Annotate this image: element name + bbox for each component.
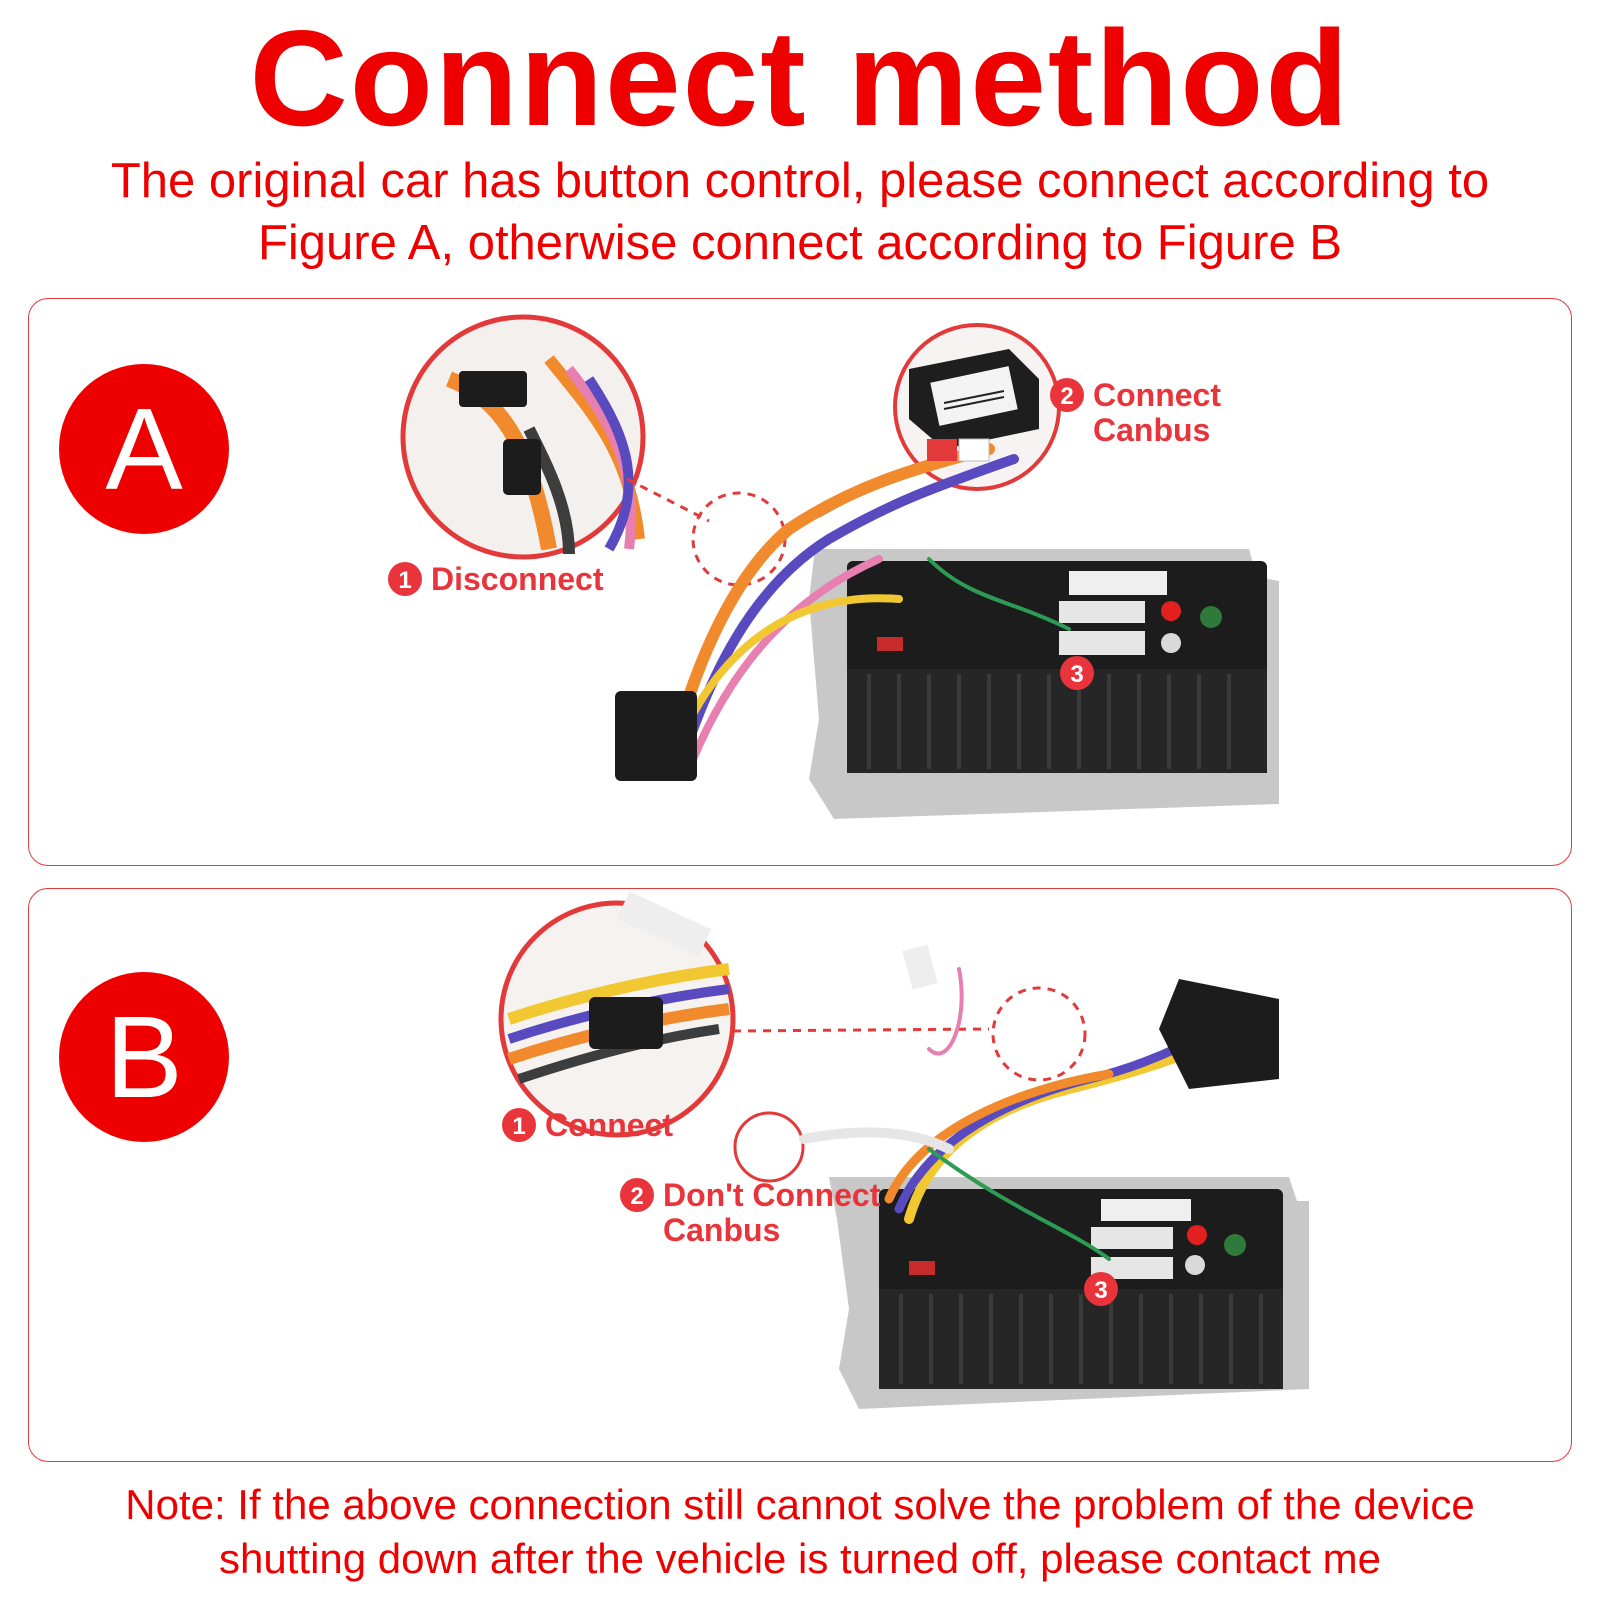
figure-b-wiring-harness (799, 944, 1279, 1261)
figure-a-badge: A (59, 364, 229, 534)
connector-icon (589, 997, 663, 1049)
page-title: Connect method (249, 2, 1351, 154)
step-1-number: 1 (512, 1113, 525, 1140)
figure-a-step-2: 2 Connect Canbus (1050, 377, 1221, 448)
step-1-number: 1 (398, 567, 411, 594)
step-3-number: 3 (1094, 1277, 1107, 1304)
step-2-number: 2 (1060, 383, 1073, 410)
figure-b-step-1: 1 Connect (502, 1107, 673, 1143)
figure-a-panel: A (28, 298, 1572, 866)
connector-icon (503, 439, 541, 495)
step-1-label: Connect (545, 1107, 673, 1143)
instruction-line-1: The original car has button control, ple… (110, 154, 1490, 208)
figure-b-panel: B (28, 888, 1572, 1462)
figure-a-zoom-disconnect (400, 314, 646, 560)
iso-connector-icon (1159, 979, 1279, 1089)
figure-b-zoom-connect (498, 891, 736, 1138)
step-2-label-line-2: Canbus (663, 1212, 780, 1248)
instruction-text: The original car has button control, ple… (30, 150, 1570, 274)
figure-a-wiring-harness (615, 438, 1071, 781)
step-1-label: Disconnect (431, 561, 604, 597)
step-2-label-line-2: Canbus (1093, 412, 1210, 448)
figure-a-step-1: 1 Disconnect (388, 561, 604, 597)
step-2-label-line-1: Don't Connect (663, 1177, 881, 1213)
iso-connector-icon (615, 691, 697, 781)
figure-b-badge: B (59, 972, 229, 1142)
figure-a-diagram: 1 Disconnect 2 Connect Canbus 3 (388, 314, 1279, 819)
figure-a-step-3: 3 (1060, 656, 1094, 690)
note-line-2: shutting down after the vehicle is turne… (219, 1535, 1381, 1582)
instruction-line-2: Figure A, otherwise connect according to… (257, 216, 1342, 270)
step-2-label-line-1: Connect (1093, 377, 1221, 413)
figure-b-diagram: 1 Connect 2 Don't Connect Canbus 3 (498, 891, 1309, 1409)
note-text: Note: If the above connection still cann… (30, 1478, 1570, 1586)
figure-b-radio-unit (829, 1177, 1309, 1409)
connector-icon (459, 371, 527, 407)
step-3-number: 3 (1070, 661, 1083, 688)
figure-b-step-3: 3 (1084, 1272, 1118, 1306)
figure-b-step-2: 2 Don't Connect Canbus (620, 1177, 881, 1248)
note-line-1: Note: If the above connection still cann… (125, 1481, 1475, 1528)
step-2-number: 2 (630, 1183, 643, 1210)
figure-a-radio-unit (809, 549, 1279, 819)
